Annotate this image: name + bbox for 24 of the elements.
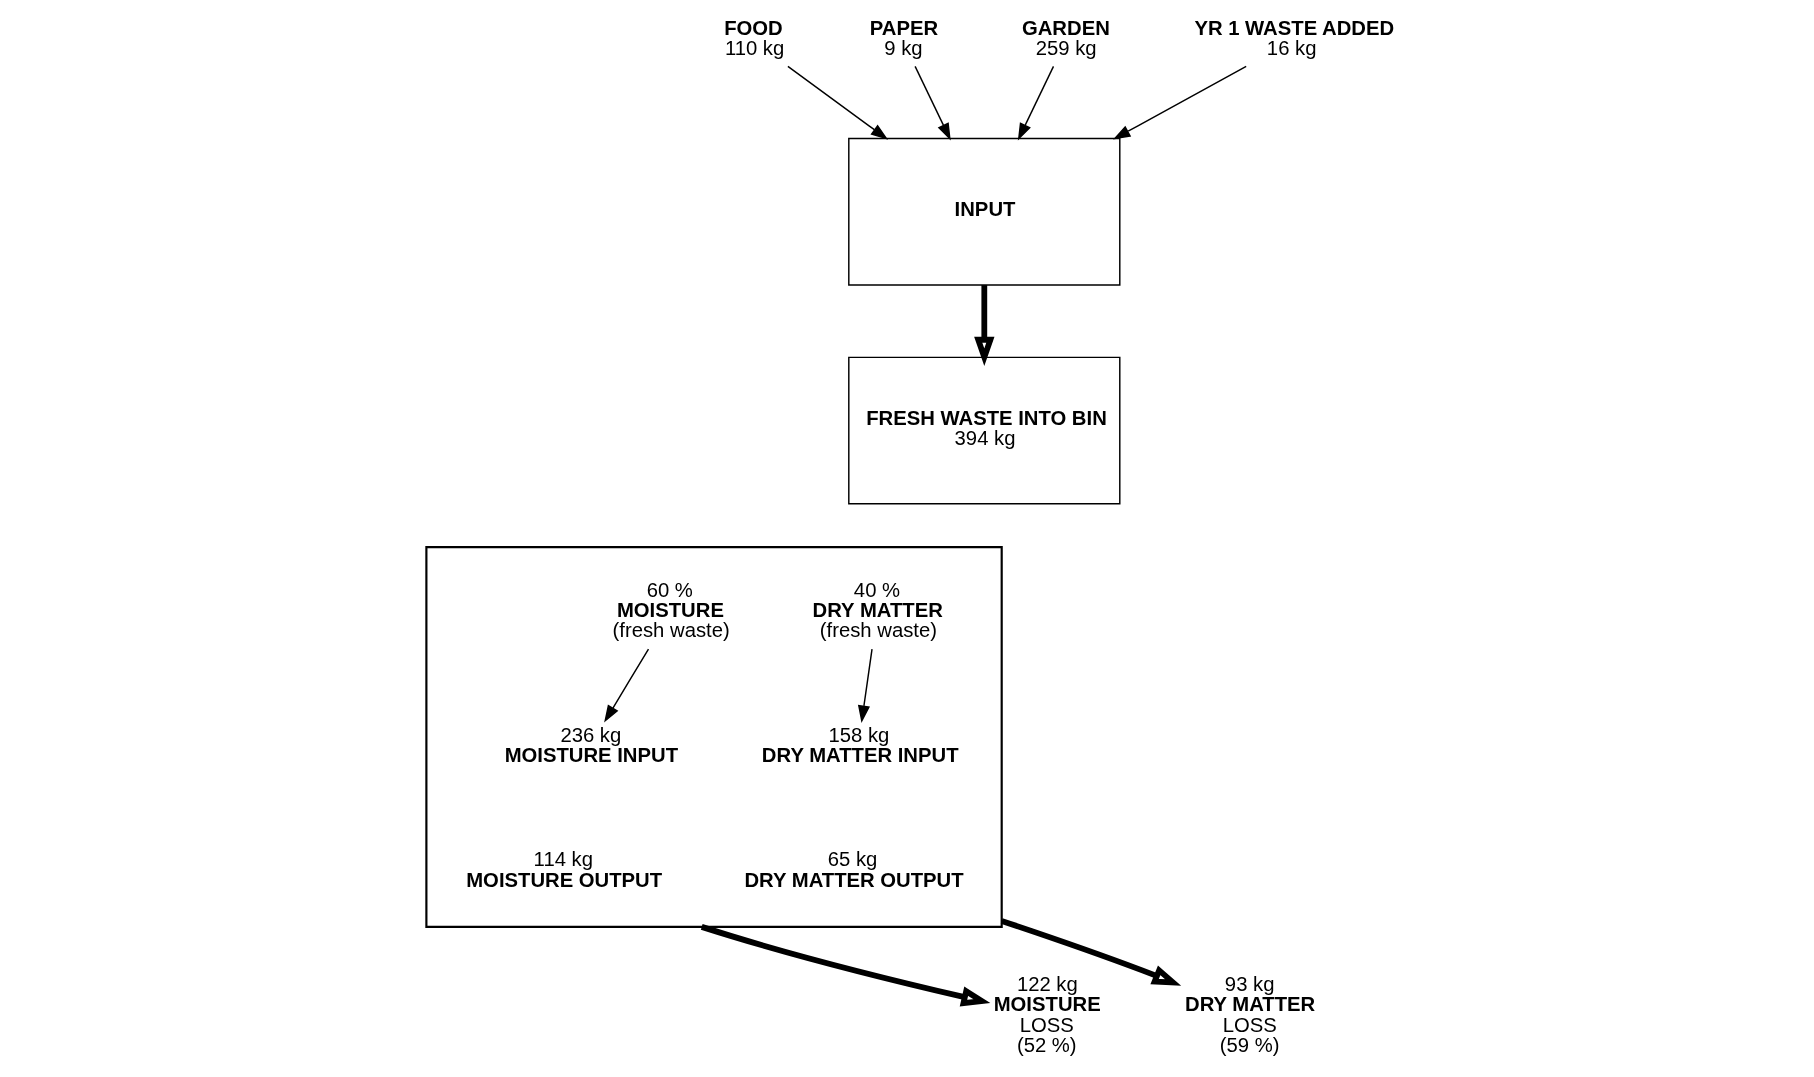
- node-text: 60 % MOISTURE (fresh waste): [612, 578, 730, 642]
- node-text: 40 % DRY MATTER (fresh waste): [812, 578, 943, 642]
- arrow: [603, 648, 649, 723]
- arrow: [973, 285, 994, 366]
- node-text: GARDEN 259 kg: [1021, 16, 1110, 59]
- node-text: PAPER 9 kg: [869, 16, 938, 59]
- node-text: YR 1 WASTE ADDED 16 kg: [1193, 16, 1394, 59]
- node-text: 65 kg DRY MATTER OUTPUT: [743, 848, 964, 891]
- arrow: [700, 924, 990, 1007]
- arrow: [786, 65, 888, 140]
- node-text: 236 kg MOISTURE INPUT: [504, 723, 678, 766]
- node-box: FRESH WASTE INTO BIN 394 kg: [847, 356, 1121, 505]
- cluster: [424, 546, 1003, 928]
- node-text: 122 kg MOISTURE LOSS (52 %): [993, 972, 1101, 1056]
- node-text: 114 kg MOISTURE OUTPUT: [465, 848, 662, 891]
- arrow: [1017, 65, 1054, 141]
- node-text: 93 kg DRY MATTER LOSS (59 %): [1184, 972, 1315, 1056]
- arrow: [1000, 918, 1181, 986]
- arrow: [913, 65, 951, 141]
- node-text: 158 kg DRY MATTER INPUT: [761, 723, 959, 766]
- node-box: INPUT: [847, 137, 1121, 286]
- node-text: FOOD 110 kg: [723, 16, 784, 59]
- arrow: [1112, 65, 1247, 140]
- arrow: [857, 648, 873, 723]
